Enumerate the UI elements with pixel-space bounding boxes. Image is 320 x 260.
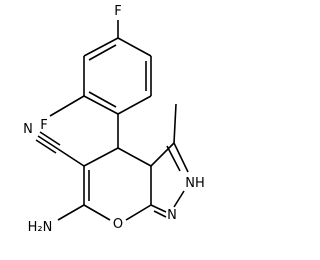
bond (166, 145, 181, 172)
bond (153, 210, 167, 218)
fluorine-label-top: F (114, 4, 121, 19)
bond (88, 44, 117, 61)
molecule-canvas: F F N H₂N O NH N (23, 4, 205, 235)
bond (173, 190, 185, 208)
nh-label: NH (185, 176, 205, 191)
fluorine-bonds (49, 20, 119, 117)
difluorophenyl-ring (83, 37, 152, 115)
bond (125, 204, 152, 221)
bond (83, 204, 111, 221)
bond (150, 204, 167, 213)
nitrile-group (35, 131, 85, 167)
bond (57, 148, 85, 167)
bond (83, 37, 119, 57)
bond (88, 91, 117, 108)
bond (39, 131, 61, 146)
ring-oxygen-label: O (113, 217, 123, 232)
bond (49, 95, 85, 117)
pyrazole-ring (150, 142, 189, 218)
bond (117, 37, 152, 57)
methyl-bond (173, 103, 177, 144)
nitrile-nitrogen-label: N (23, 122, 33, 137)
bond (117, 95, 152, 115)
amino-bond (57, 204, 85, 221)
amino-label: H₂N (28, 220, 53, 235)
bond (83, 95, 119, 115)
bond (37, 135, 59, 150)
structure-diagram: F F N H₂N O NH N (23, 4, 205, 235)
pyrazole-nitrogen-label: N (167, 208, 177, 223)
bond (83, 147, 119, 167)
bond (150, 142, 175, 167)
bond (173, 142, 189, 173)
bond (35, 139, 57, 154)
bond (117, 147, 152, 167)
pyran-ring (83, 147, 152, 221)
fluorine-label-left: F (40, 118, 47, 133)
